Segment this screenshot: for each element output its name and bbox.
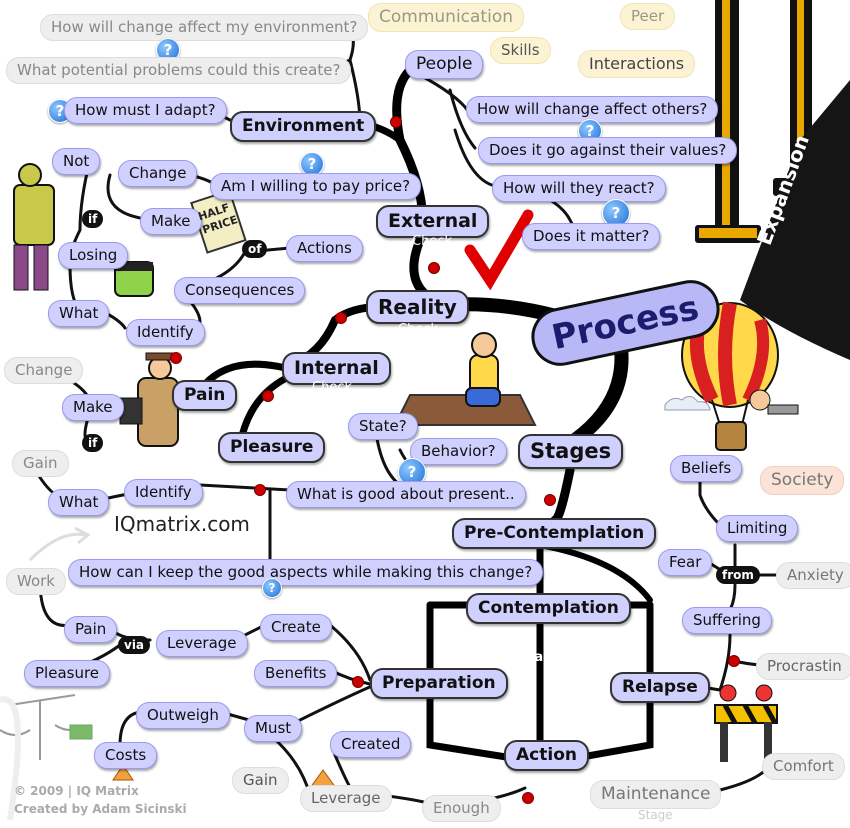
node-stages[interactable]: Stages xyxy=(518,434,624,469)
connector-from: from xyxy=(716,566,760,584)
node-change[interactable]: Change xyxy=(118,160,198,187)
node-q-values[interactable]: Does it go against their values? xyxy=(478,137,738,164)
node-communication[interactable]: Communication xyxy=(368,3,524,32)
node-people[interactable]: People xyxy=(405,50,484,79)
node-what[interactable]: What xyxy=(48,300,110,327)
created-by-text: Created by Adam Sicinski xyxy=(14,802,187,816)
node-created[interactable]: Created xyxy=(330,731,412,758)
node-interactions[interactable]: Interactions xyxy=(578,50,696,78)
connector-if: if xyxy=(82,210,104,228)
node-work[interactable]: Work xyxy=(6,568,66,595)
connector-if-2: if xyxy=(82,434,104,452)
node-make-2[interactable]: Make xyxy=(62,394,124,421)
label-reality-check: Check xyxy=(398,322,438,337)
node-pleasure-2[interactable]: Pleasure xyxy=(24,660,111,687)
node-identify[interactable]: Identify xyxy=(126,319,205,346)
connector-of: of xyxy=(242,240,268,258)
node-enough[interactable]: Enough xyxy=(422,795,501,822)
node-benefits[interactable]: Benefits xyxy=(254,660,338,687)
node-pain[interactable]: Pain xyxy=(172,380,238,411)
node-consequences[interactable]: Consequences xyxy=(174,277,306,304)
node-pain-2[interactable]: Pain xyxy=(64,616,118,643)
node-change-faded[interactable]: Change xyxy=(4,357,84,384)
node-comfort[interactable]: Comfort xyxy=(762,753,845,780)
node-internal[interactable]: Internal xyxy=(282,352,391,385)
node-outweigh[interactable]: Outweigh xyxy=(136,702,230,729)
node-losing[interactable]: Losing xyxy=(58,242,129,269)
node-suffering[interactable]: Suffering xyxy=(682,607,772,634)
node-q-matter[interactable]: Does it matter? xyxy=(522,223,661,250)
node-pre-contemplation[interactable]: Pre-Contemplation xyxy=(452,518,657,549)
node-q-react[interactable]: How will they react? xyxy=(492,175,666,202)
node-q-potential-problems[interactable]: What potential problems could this creat… xyxy=(6,57,352,84)
node-procrastination[interactable]: Procrastin xyxy=(756,653,850,680)
node-limiting[interactable]: Limiting xyxy=(716,515,799,542)
node-external[interactable]: External xyxy=(376,205,490,238)
node-what-2[interactable]: What xyxy=(48,489,110,516)
node-maintenance[interactable]: Maintenance xyxy=(590,780,722,809)
node-q-price[interactable]: Am I willing to pay price? xyxy=(210,173,422,200)
node-leverage-2[interactable]: Leverage xyxy=(300,785,392,812)
node-contemplation[interactable]: Contemplation xyxy=(466,593,631,624)
node-beliefs[interactable]: Beliefs xyxy=(670,455,743,482)
node-q-environment-change[interactable]: How will change affect my environment? xyxy=(40,14,369,41)
branch-dot xyxy=(522,792,534,804)
node-society[interactable]: Society xyxy=(760,466,845,495)
node-state[interactable]: State? xyxy=(348,413,418,440)
label-contraction: Contraction xyxy=(494,650,580,665)
brand-text: IQmatrix.com xyxy=(114,512,250,536)
branch-dot xyxy=(170,352,182,364)
node-gain-2[interactable]: Gain xyxy=(232,767,289,794)
node-costs[interactable]: Costs xyxy=(94,742,158,769)
node-pleasure[interactable]: Pleasure xyxy=(218,432,326,463)
node-anxiety[interactable]: Anxiety xyxy=(776,562,850,589)
branch-dot xyxy=(352,676,364,688)
branch-dot xyxy=(254,484,266,496)
node-fear[interactable]: Fear xyxy=(658,549,713,576)
node-skills[interactable]: Skills xyxy=(490,37,551,64)
label-external-check: Check xyxy=(412,234,452,249)
node-reality[interactable]: Reality xyxy=(366,290,469,324)
node-environment[interactable]: Environment xyxy=(230,111,377,142)
branch-dot xyxy=(335,312,347,324)
node-actions[interactable]: Actions xyxy=(286,235,363,262)
node-create[interactable]: Create xyxy=(260,614,332,641)
node-q-adapt[interactable]: How must I adapt? xyxy=(64,97,227,124)
branch-dot xyxy=(390,116,402,128)
question-mark-icon: ? xyxy=(262,578,282,598)
node-q-keep-good[interactable]: How can I keep the good aspects while ma… xyxy=(68,559,544,586)
node-gain[interactable]: Gain xyxy=(12,450,69,477)
node-leverage[interactable]: Leverage xyxy=(156,630,248,657)
copyright-text: © 2009 | IQ Matrix xyxy=(14,784,139,798)
node-peer[interactable]: Peer xyxy=(620,3,676,30)
question-mark-icon: ? xyxy=(602,199,630,227)
node-preparation[interactable]: Preparation xyxy=(370,668,508,699)
node-identify-2[interactable]: Identify xyxy=(124,479,203,506)
node-behavior[interactable]: Behavior? xyxy=(410,438,507,465)
label-internal-check: Check xyxy=(312,380,352,395)
node-q-good-present[interactable]: What is good about present.. xyxy=(286,481,526,508)
connector-via: via xyxy=(118,636,151,654)
node-relapse[interactable]: Relapse xyxy=(610,672,710,703)
branch-dot xyxy=(728,655,740,667)
branch-dot xyxy=(428,262,440,274)
branch-dot xyxy=(262,390,274,402)
label-stage: Stage xyxy=(638,808,673,822)
node-action[interactable]: Action xyxy=(504,740,589,771)
node-not[interactable]: Not xyxy=(52,148,101,175)
node-make[interactable]: Make xyxy=(140,208,202,235)
node-must[interactable]: Must xyxy=(244,715,303,742)
branch-dot xyxy=(544,494,556,506)
